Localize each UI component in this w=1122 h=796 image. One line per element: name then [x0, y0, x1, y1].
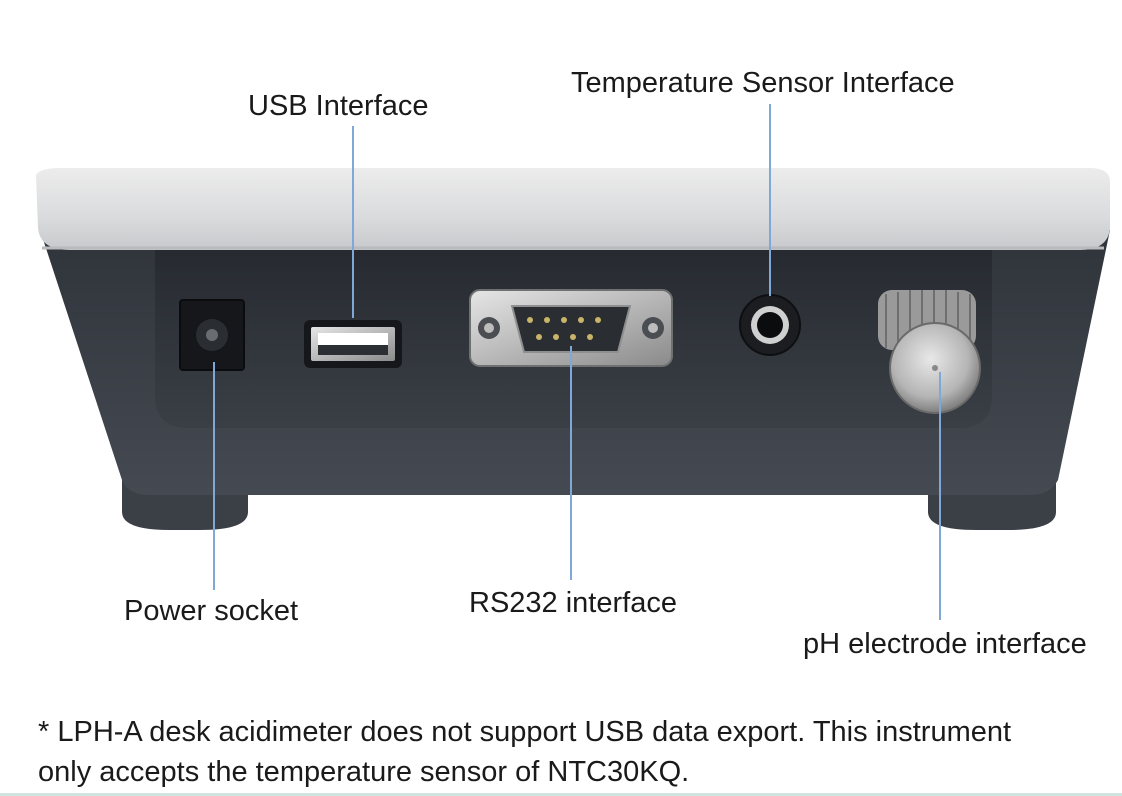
rs232-port [469, 289, 673, 367]
ph-electrode-port [878, 290, 981, 414]
power-socket-port [179, 299, 245, 371]
temperature-sensor-interface-label: Temperature Sensor Interface [571, 67, 955, 99]
temperature-sensor-port [739, 294, 801, 356]
device-rear-panel-illustration [36, 104, 1110, 620]
footnote: * LPH-A desk acidimeter does not support… [38, 712, 1098, 792]
ph-electrode-interface-label: pH electrode interface [803, 628, 1087, 660]
device-top-cover [36, 168, 1110, 250]
bottom-divider [0, 793, 1122, 796]
leader-lines [213, 104, 941, 620]
usb-port [304, 320, 402, 368]
footnote-line-2: only accepts the temperature sensor of N… [38, 756, 690, 788]
power-socket-label: Power socket [124, 595, 299, 627]
footnote-line-1: * LPH-A desk acidimeter does not support… [38, 716, 1012, 748]
rs232-interface-label: RS232 interface [469, 587, 677, 619]
usb-interface-label: USB Interface [248, 90, 429, 122]
